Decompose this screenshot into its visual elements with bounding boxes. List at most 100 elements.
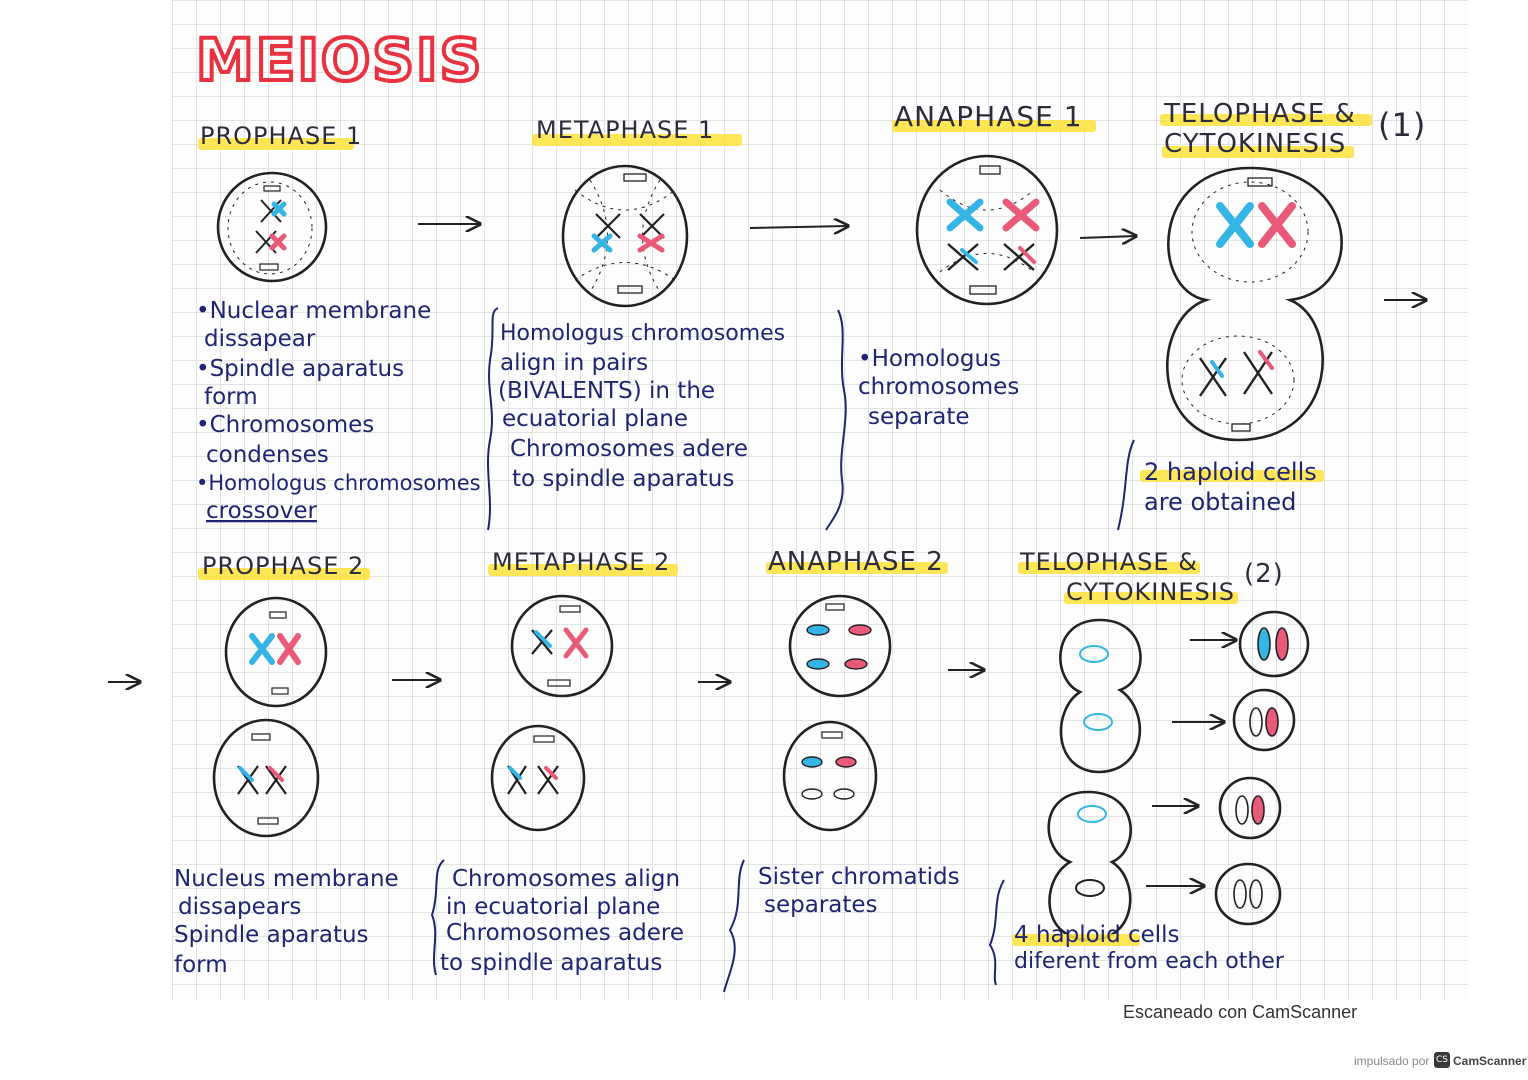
metaphase2-note-3: to spindle aparatus [440,950,662,976]
anaphase2-note-0: Sister chromatids [758,864,960,890]
metaphase2-header: METAPHASE 2 [488,548,678,576]
telophase1-number: (1) [1378,106,1426,144]
telophase2-header: TELOPHASE & CYTOKINESIS (2) [1018,548,1284,606]
daughter-cell-3 [1218,776,1282,840]
prophase2-title: PROPHASE 2 [202,552,364,580]
prophase1-header: PROPHASE 1 [198,122,361,150]
telophase1-chromosome-bottom-right [1243,350,1274,395]
prophase1-chromosome-top [260,199,287,223]
metaphase1-note-3: ecuatorial plane [502,406,688,432]
telophase1-dividing-cell [1166,166,1343,442]
notebook-page [172,0,1468,1000]
prophase1-note-5: condenses [206,442,329,468]
metaphase1-title: METAPHASE 1 [536,116,714,144]
prophase2-note-2: Spindle aparatus [174,922,369,948]
anaphase2-title: ANAPHASE 2 [768,547,944,577]
metaphase2-notes: Chromosomes align in ecuatorial plane Ch… [440,866,684,976]
prophase2-header: PROPHASE 2 [198,552,370,580]
telophase1-notes: 2 haploid cells are obtained [1140,458,1324,516]
metaphase2-cells [490,594,614,832]
metaphase1-chromosome-right [637,213,665,253]
brace-anaphase2 [723,859,745,993]
brace-telophase2 [988,879,1005,986]
anaphase1-cell [915,154,1059,306]
anaphase1-chromosome-blue [946,198,984,232]
anaphase1-note-1: chromosomes [858,374,1019,400]
telophase1-chromosome-pink-top [1258,202,1296,248]
metaphase1-note-1: align in pairs [500,350,648,376]
prophase1-cell [216,171,328,283]
anaphase1-notes: •Homologus chromosomes separate [858,346,1019,430]
telophase2-highlight-2 [1064,592,1238,604]
metaphase1-highlight [532,134,742,146]
anaphase1-note-0: •Homologus [858,346,1001,372]
arrow-metaphase1-anaphase1 [749,226,848,228]
metaphase2-highlight [488,564,678,576]
brace-telophase1 [1117,439,1135,531]
telophase2-title-line2: CYTOKINESIS [1066,578,1235,606]
anaphase2-cells [782,594,892,832]
prophase2-note-3: form [174,952,228,978]
anaphase1-highlight [892,120,1096,132]
anaphase2-note-1: separates [764,892,878,918]
prophase1-note-7: crossover [206,498,317,524]
metaphase2-cell-bottom [490,724,586,832]
row1-braces [487,307,1135,531]
brace-metaphase1-right [825,309,847,531]
telophase1-note-1: are obtained [1144,488,1296,516]
prophase2-cells [212,596,328,838]
anaphase2-cell-bottom [782,720,878,832]
anaphase1-header: ANAPHASE 1 [892,100,1096,133]
anaphase2-cell-top [788,594,892,698]
telophase2-number: (2) [1244,559,1284,589]
prophase2-highlight [198,568,370,580]
prophase1-note-2: •Spindle aparatus [196,356,404,382]
arrow-anaphase1-telophase1 [1079,236,1136,238]
powered-by-label: impulsado por [1354,1054,1430,1068]
telophase1-chromosome-bottom-left [1199,357,1227,397]
prophase1-note-4: •Chromosomes [196,412,374,438]
metaphase2-note-1: in ecuatorial plane [446,894,660,920]
prophase1-highlight [198,138,354,150]
telophase1-title-line2: CYTOKINESIS [1164,129,1346,159]
daughter-cell-1 [1238,610,1310,678]
brace-metaphase1-left [487,307,499,531]
telophase1-note-highlight [1140,470,1324,482]
prophase1-note-3: form [204,384,258,410]
scan-caption: Escaneado con CamScanner [1123,1002,1358,1022]
telophase2-note-highlight [1012,934,1140,946]
metaphase1-note-0: Homologus chromosomes [500,321,785,346]
telophase2-notes: 4 haploid cells diferent from each other [1012,922,1285,974]
prophase1-note-0: •Nuclear membrane [196,298,431,324]
prophase1-notes: •Nuclear membrane dissapear •Spindle apa… [196,298,481,524]
metaphase1-note-2: (BIVALENTS) in the [498,378,715,404]
anaphase1-chromosome-pink [1002,198,1040,232]
telophase2-title-line1: TELOPHASE & [1019,548,1198,576]
camscanner-brand: CamScanner [1453,1054,1527,1068]
anaphase2-highlight [766,562,948,574]
anaphase2-header: ANAPHASE 2 [766,547,948,577]
prophase2-cell-bottom [212,718,320,838]
telophase2-note-0: 4 haploid cells [1014,922,1180,948]
telophase2-highlight-1 [1018,562,1200,574]
prophase1-chromosome-bottom [255,230,287,254]
daughter-cell-2 [1232,688,1296,752]
telophase1-title-line1: TELOPHASE & [1163,99,1356,129]
telophase1-highlight-2 [1162,146,1354,158]
prophase2-cell-top [224,596,328,708]
haploid-daughter-cells [1146,610,1310,926]
anaphase1-title: ANAPHASE 1 [894,100,1083,133]
telophase1-chromosome-blue-top [1216,202,1254,248]
row2-braces [430,859,1005,993]
telophase1-highlight-1 [1160,114,1372,126]
telophase2-note-1: diferent from each other [1014,949,1285,974]
metaphase2-title: METAPHASE 2 [492,548,670,576]
telophase1-header: TELOPHASE & CYTOKINESIS (1) [1160,99,1426,159]
metaphase2-note-2: Chromosomes adere [446,920,684,946]
brace-metaphase2 [430,859,445,976]
prophase2-notes: Nucleus membrane dissapears Spindle apar… [174,866,399,978]
anaphase1-chromosome-lower-left [947,243,979,271]
prophase2-note-0: Nucleus membrane [174,866,399,892]
page-title: MEIOSIS [196,26,483,94]
